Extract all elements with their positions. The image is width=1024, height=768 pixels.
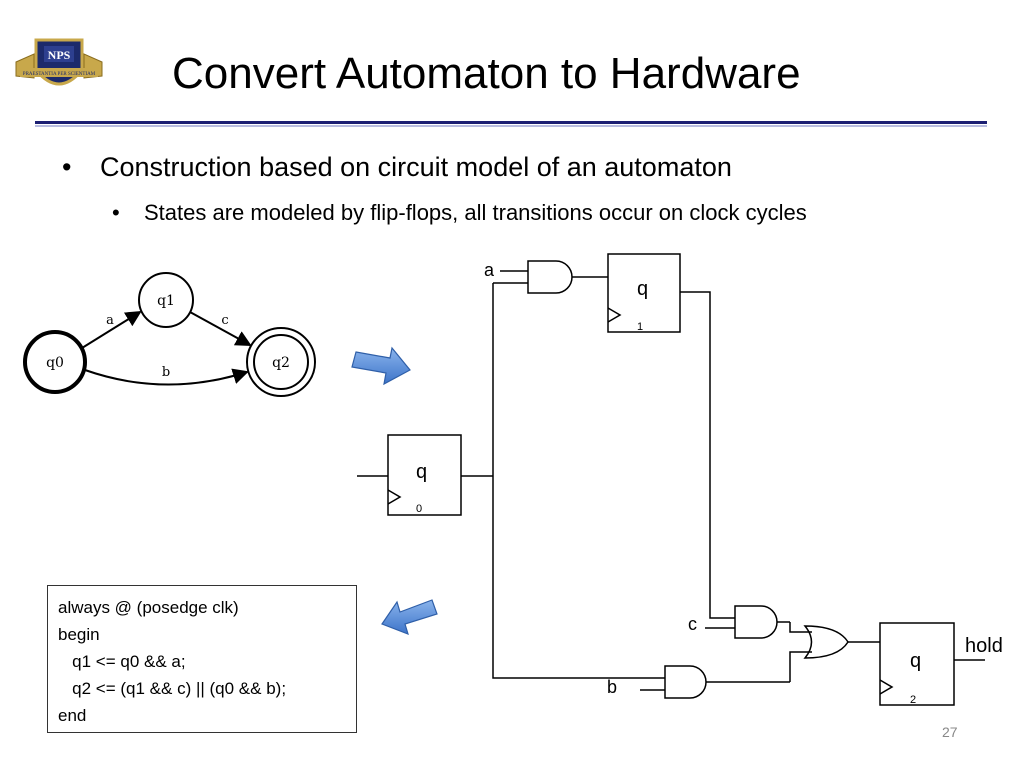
state-q0 <box>23 330 87 394</box>
circuit <box>357 253 985 706</box>
code-line: q2 <= (q1 && c) || (q0 && b); <box>58 679 287 698</box>
logo-text: NPS <box>48 48 71 62</box>
bullet-1-text: Construction based on circuit model of a… <box>100 152 732 182</box>
page-number: 27 <box>942 724 958 740</box>
state-q1-label: q1 <box>157 293 175 309</box>
page-title: Convert Automaton to Hardware <box>172 49 801 98</box>
state-q0-label: q0 <box>46 355 64 371</box>
flipflop-q2-sub: 2 <box>910 694 916 706</box>
input-a-label: a <box>484 260 495 280</box>
or-gate <box>803 625 849 659</box>
output-hold-label: hold <box>965 635 1003 657</box>
flipflop-q2 <box>879 622 955 706</box>
code-line: always @ (posedge clk) <box>58 598 239 617</box>
transition-a <box>81 310 142 349</box>
transition-a-label: a <box>106 313 114 328</box>
flipflop-q1 <box>607 253 681 333</box>
code-line: q1 <= q0 && a; <box>58 652 186 671</box>
bullet-level-2: •States are modeled by flip-flops, all t… <box>112 200 807 225</box>
title-divider-shadow <box>35 125 987 127</box>
transition-b <box>84 368 249 386</box>
transition-b-label: b <box>162 365 170 380</box>
right-arrow-icon <box>351 346 411 386</box>
state-diagram: q0 q1 q2 a c b <box>23 272 316 397</box>
state-q2 <box>253 334 309 390</box>
state-q2-label: q2 <box>272 355 290 371</box>
code-line: end <box>58 706 87 725</box>
and-gate-b <box>664 665 707 699</box>
code-line: begin <box>58 625 100 644</box>
transition-c <box>189 311 252 346</box>
flipflop-q0-q: q <box>416 461 427 483</box>
transition-c-label: c <box>221 313 228 328</box>
bullet-2-text: States are modeled by flip-flops, all tr… <box>144 200 807 225</box>
state-q1 <box>138 272 194 328</box>
flipflop-q0 <box>387 434 462 516</box>
and-gate-q1 <box>527 260 573 294</box>
and-gate-c <box>734 605 778 639</box>
bullet-level-1: •Construction based on circuit model of … <box>62 152 732 182</box>
input-b-label: b <box>607 677 617 697</box>
input-c-label: c <box>688 614 697 634</box>
flipflop-q1-sub: 1 <box>637 321 643 333</box>
title-divider <box>35 121 987 124</box>
logo-motto: PRAESTANTIA PER SCIENTIAM <box>23 72 96 77</box>
flipflop-q1-q: q <box>637 278 648 300</box>
nps-logo: NPS PRAESTANTIA PER SCIENTIAM <box>15 38 103 86</box>
flipflop-q2-q: q <box>910 650 921 672</box>
verilog-code-box: always @ (posedge clk) begin q1 <= q0 &&… <box>47 585 357 733</box>
flipflop-q0-sub: 0 <box>416 503 422 515</box>
left-arrow-icon <box>381 599 438 635</box>
